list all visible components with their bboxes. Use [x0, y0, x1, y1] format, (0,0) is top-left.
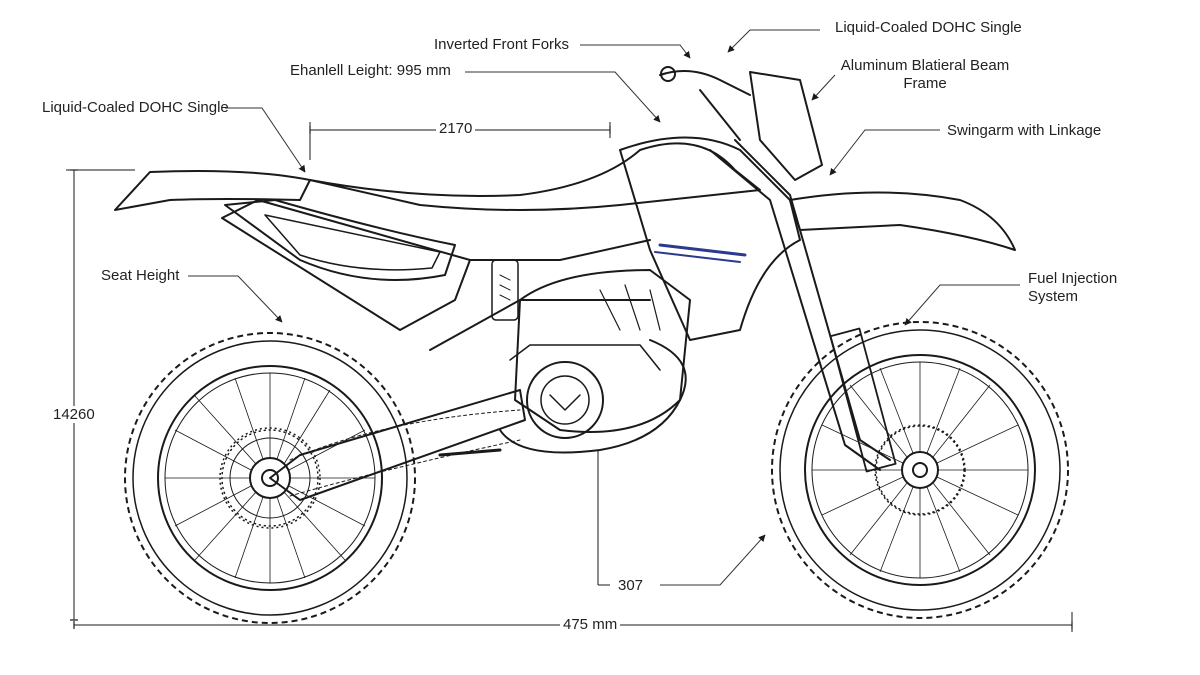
dimension-ground-clearance: 307: [615, 577, 647, 594]
motorcycle-body: [114, 66, 1016, 527]
label-fuel-injection-line2: System: [1028, 288, 1079, 305]
rear-wheel: [124, 332, 416, 624]
front-wheel: [771, 321, 1069, 619]
label-fuel-injection: Fuel Injection System: [1028, 270, 1117, 306]
label-seat-height: Seat Height: [101, 267, 180, 284]
label-frame: Aluminum Blatieral Beam Frame: [825, 57, 1025, 93]
leader-lines: [188, 29, 1020, 586]
label-engine-left: Liquid-Coaled DOHC Single: [42, 99, 229, 116]
label-frame-line1: Aluminum Blatieral Beam: [840, 57, 1010, 74]
label-frame-line2: Frame: [903, 75, 947, 92]
label-swingarm: Swingarm with Linkage: [947, 122, 1102, 139]
label-inverted-forks: Inverted Front Forks: [434, 36, 570, 53]
dimension-length-top: 2170: [436, 120, 476, 137]
label-engine-top: Liquid-Coaled DOHC Single: [835, 19, 1022, 36]
label-fuel-injection-line1: Fuel Injection: [1028, 270, 1118, 287]
dimension-height-left: 14260: [50, 406, 98, 423]
label-seat-height-top: Ehanlell Leight: 995 mm: [290, 62, 451, 79]
dimension-wheelbase: 475 mm: [560, 616, 621, 633]
